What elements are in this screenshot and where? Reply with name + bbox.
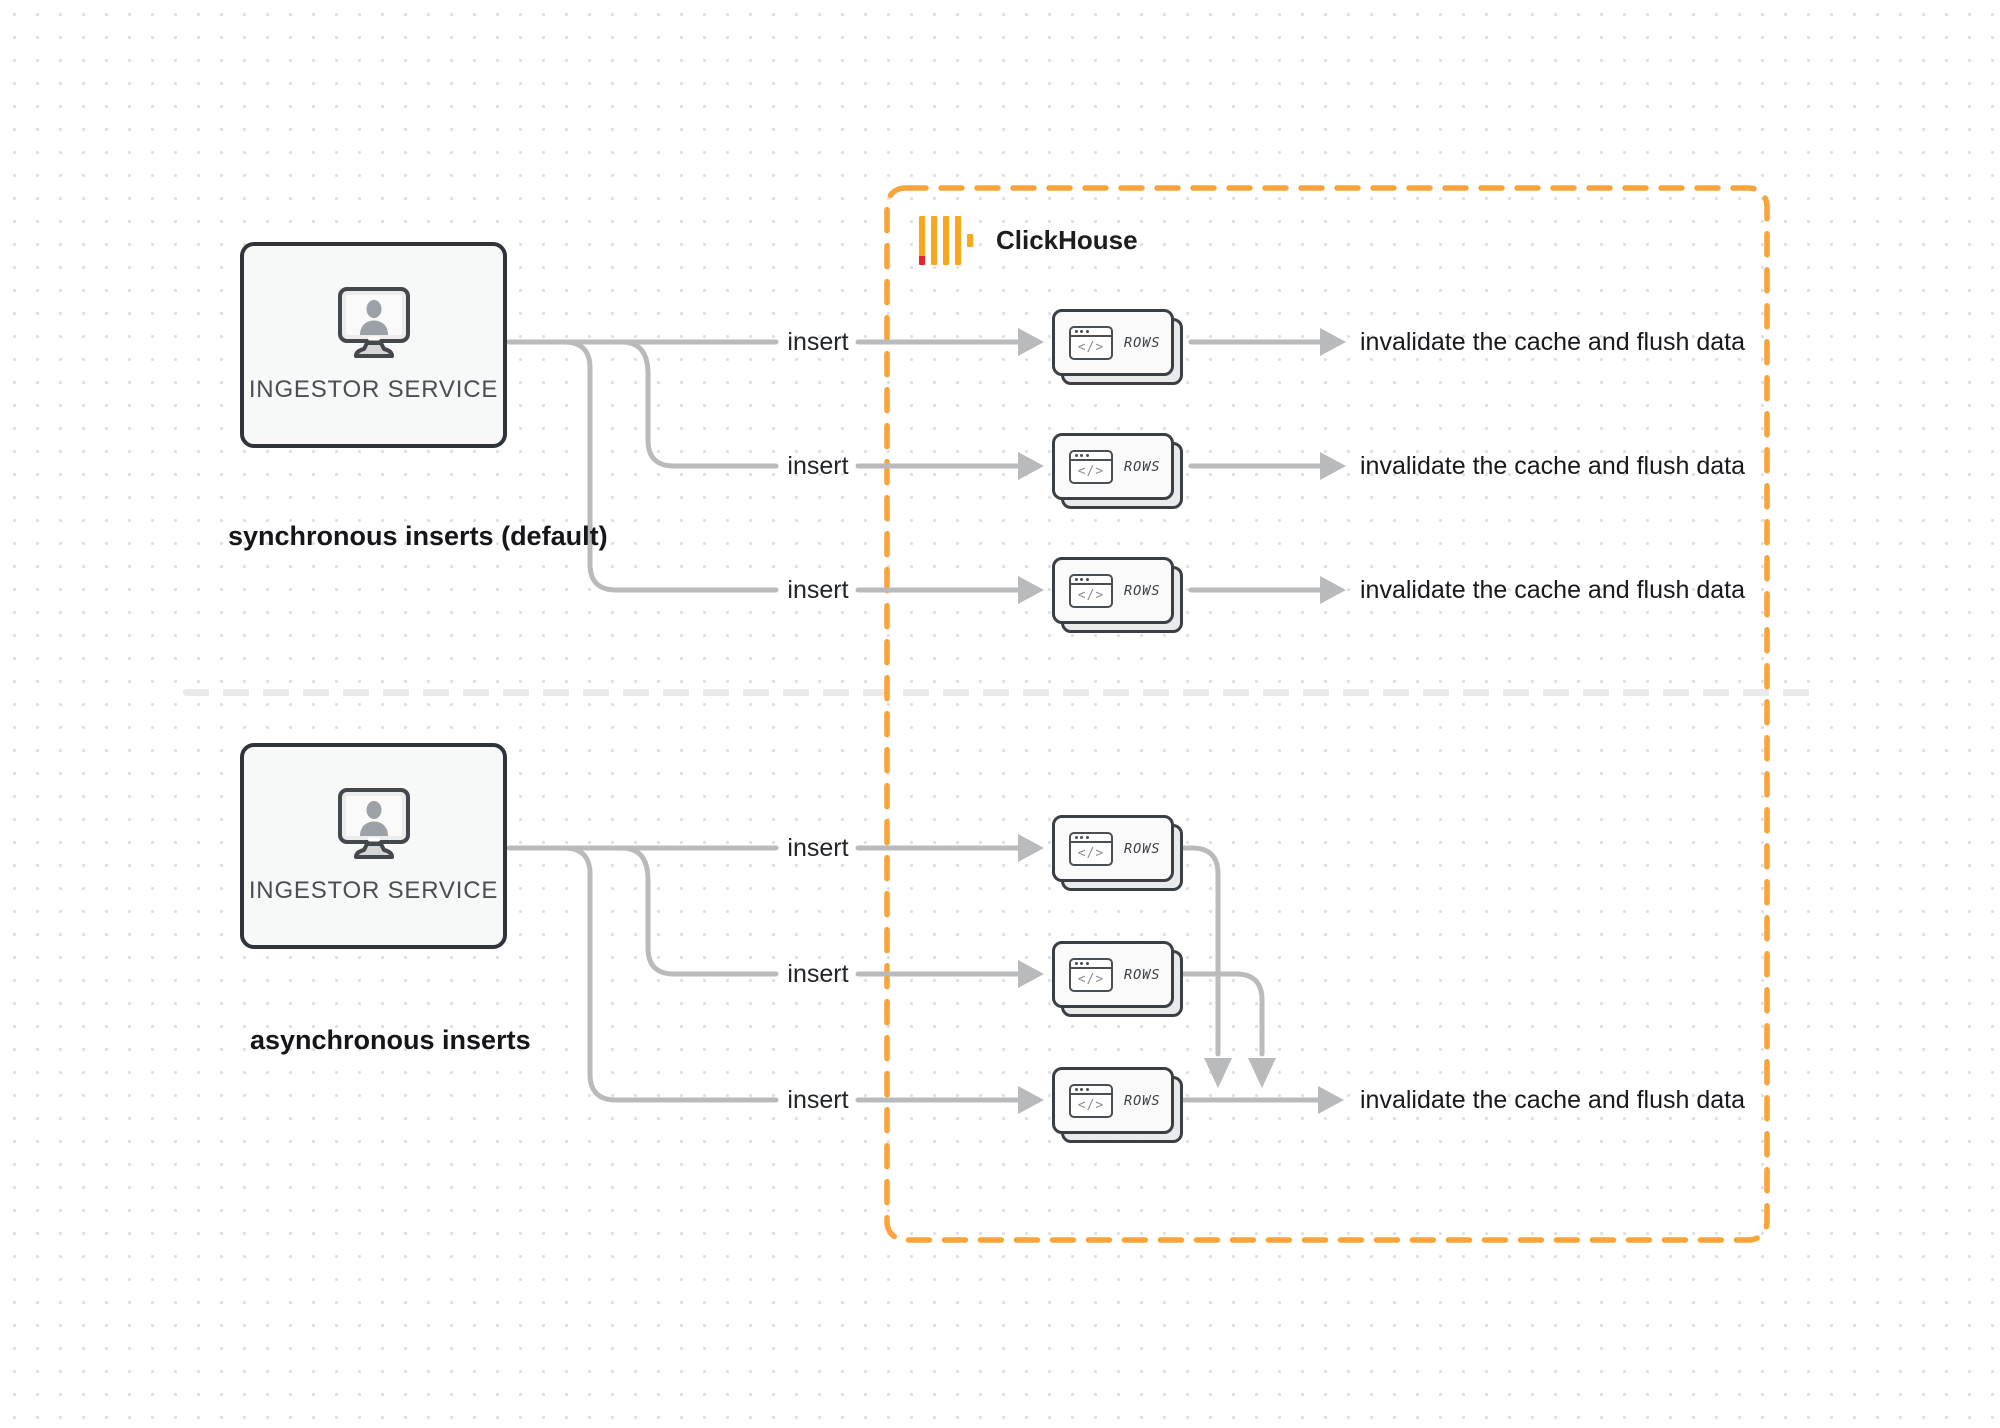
insert-label: insert [787,328,849,356]
insert-label: insert [787,960,849,988]
rows-card-label: ROWS [1124,1092,1161,1109]
arrowhead-icons [1018,328,1346,1114]
code-window-icon: </> [1069,831,1113,866]
insert-label: insert [787,576,849,604]
code-window-icon: </> [1069,957,1113,992]
result-label: invalidate the cache and flush data [1360,576,1745,604]
clickhouse-boundary [884,185,1770,1243]
rows-card: </> ROWS [1052,557,1183,633]
rows-card: </> ROWS [1052,433,1183,509]
section-divider [183,689,1818,696]
monitor-user-icon [337,287,410,358]
async-section-caption: asynchronous inserts [250,1025,531,1055]
rows-card: </> ROWS [1052,309,1183,385]
clickhouse-logo-red-accent [919,256,925,265]
rows-card-label: ROWS [1124,582,1161,599]
ingestor-service-node-sync: INGESTOR SERVICE [240,242,507,448]
sync-section-caption: synchronous inserts (default) [228,521,608,551]
code-window-icon: </> [1069,573,1113,608]
rows-card-label: ROWS [1124,966,1161,983]
rows-card: </> ROWS [1052,815,1183,891]
ingestor-service-node-async: INGESTOR SERVICE [240,743,507,949]
clickhouse-title: ClickHouse [996,225,1138,255]
code-window-icon: </> [1069,325,1113,360]
insert-label: insert [787,1086,849,1114]
rows-card: </> ROWS [1052,1067,1183,1143]
rows-card: </> ROWS [1052,941,1183,1017]
rows-card-label: ROWS [1124,334,1161,351]
rows-card-label: ROWS [1124,458,1161,475]
code-window-icon: </> [1069,449,1113,484]
rows-card-label: ROWS [1124,840,1161,857]
ingestor-service-label: INGESTOR SERVICE [248,877,499,904]
result-label: invalidate the cache and flush data [1360,1086,1745,1114]
clickhouse-logo-icon [918,216,980,265]
code-window-icon: </> [1069,1083,1113,1118]
insert-label: insert [787,452,849,480]
result-label: invalidate the cache and flush data [1360,452,1745,480]
monitor-user-icon [337,788,410,859]
insert-label: insert [787,834,849,862]
result-label: invalidate the cache and flush data [1360,328,1745,356]
clickhouse-header: ClickHouse [918,216,1138,265]
ingestor-service-label: INGESTOR SERVICE [248,376,499,403]
